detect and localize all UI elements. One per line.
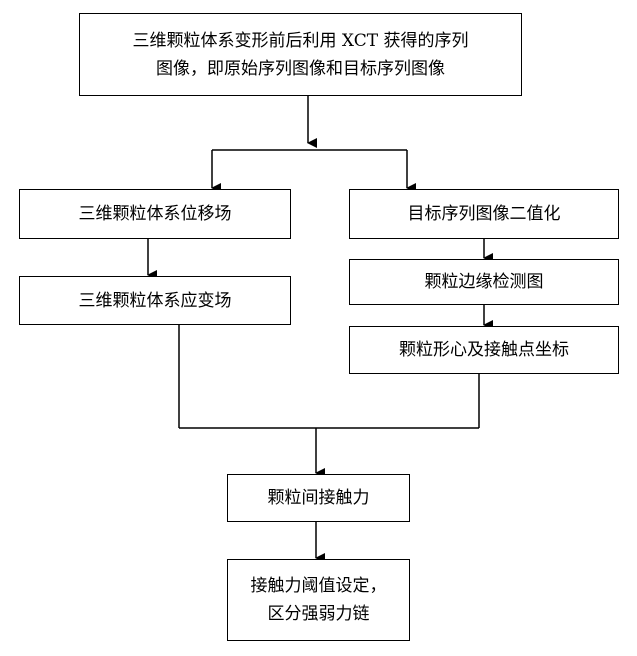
node-xct-image-sequences-line1: 三维颗粒体系变形前后利用 XCT 获得的序列: [132, 30, 469, 51]
node-centroid-contact-coordinates: 颗粒形心及接触点坐标: [349, 326, 619, 374]
node-edge-detection: 颗粒边缘检测图: [349, 259, 619, 305]
node-binarization: 目标序列图像二值化: [349, 189, 619, 239]
node-force-chain-threshold-line1: 接触力阈值设定，: [250, 576, 387, 596]
node-displacement-field-label: 三维颗粒体系位移场: [78, 204, 232, 224]
node-xct-image-sequences: 三维颗粒体系变形前后利用 XCT 获得的序列 图像，即原始序列图像和目标序列图像: [79, 13, 522, 96]
node-force-chain-threshold-line2: 区分强弱力链: [267, 604, 370, 624]
node-xct-image-sequences-line2: 图像，即原始序列图像和目标序列图像: [156, 58, 445, 79]
node-contact-force-label: 颗粒间接触力: [267, 488, 370, 508]
node-strain-field-label: 三维颗粒体系应变场: [78, 290, 232, 311]
node-centroid-contact-coordinates-label: 颗粒形心及接触点坐标: [399, 340, 569, 360]
node-displacement-field: 三维颗粒体系位移场: [19, 189, 291, 239]
node-contact-force: 颗粒间接触力: [227, 474, 410, 522]
node-binarization-label: 目标序列图像二值化: [407, 204, 561, 224]
node-force-chain-threshold: 接触力阈值设定， 区分强弱力链: [227, 559, 410, 641]
node-strain-field: 三维颗粒体系应变场: [19, 276, 291, 325]
node-edge-detection-label: 颗粒边缘检测图: [424, 272, 544, 292]
